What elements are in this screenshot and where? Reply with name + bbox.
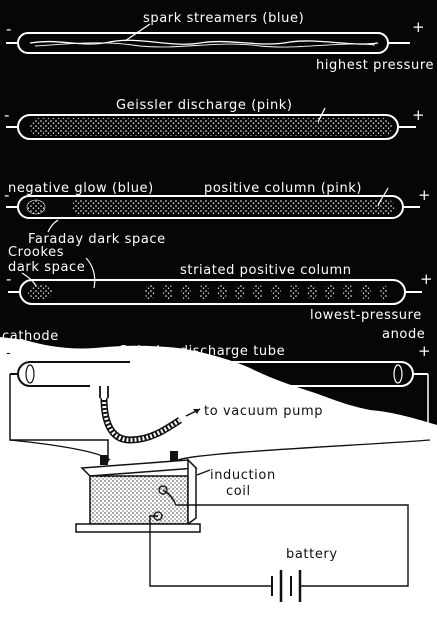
induction-coil-box — [75, 451, 201, 533]
tube-striated — [8, 257, 422, 305]
faraday-dark-space-label: Faraday dark space — [28, 232, 166, 247]
highest-pressure-label: highest pressure — [316, 58, 434, 73]
pump-label: to vacuum pump — [204, 404, 323, 419]
tube-glow — [6, 187, 420, 233]
positive-column-label: positive column (pink) — [204, 181, 362, 196]
minus-symbol: - — [6, 20, 11, 38]
plus-symbol: + — [412, 106, 425, 124]
cathode-label: cathode — [2, 329, 59, 344]
minus-symbol: - — [4, 186, 9, 204]
tube-geissler — [6, 107, 416, 140]
plus-symbol: + — [418, 342, 431, 360]
apparatus-tube-label: Geissler discharge tube — [118, 344, 285, 359]
coil-label-line1: induction — [210, 468, 276, 483]
crookes-label-line1: Crookes — [8, 245, 64, 260]
minus-symbol: - — [4, 106, 9, 124]
crookes-label-line2: dark space — [8, 260, 85, 275]
apparatus-minus: - — [6, 346, 11, 361]
minus-symbol: - — [6, 270, 11, 288]
anode-label: anode — [382, 327, 425, 342]
negative-glow-label: negative glow (blue) — [8, 181, 154, 196]
coil-label-line2: coil — [226, 484, 251, 499]
plus-symbol: + — [418, 186, 431, 204]
striated-label: striated positive column — [180, 263, 352, 278]
battery-circuit — [149, 489, 409, 602]
lowest-pressure-label: lowest-pressure — [310, 308, 422, 323]
striations — [145, 284, 388, 300]
vacuum-hose — [100, 397, 201, 444]
plus-symbol: + — [420, 270, 433, 288]
spark-label: spark streamers (blue) — [143, 11, 304, 26]
battery-label: battery — [286, 547, 338, 562]
tube-spark — [6, 23, 410, 54]
plus-symbol: + — [412, 18, 425, 36]
geissler-label: Geissler discharge (pink) — [116, 98, 293, 113]
